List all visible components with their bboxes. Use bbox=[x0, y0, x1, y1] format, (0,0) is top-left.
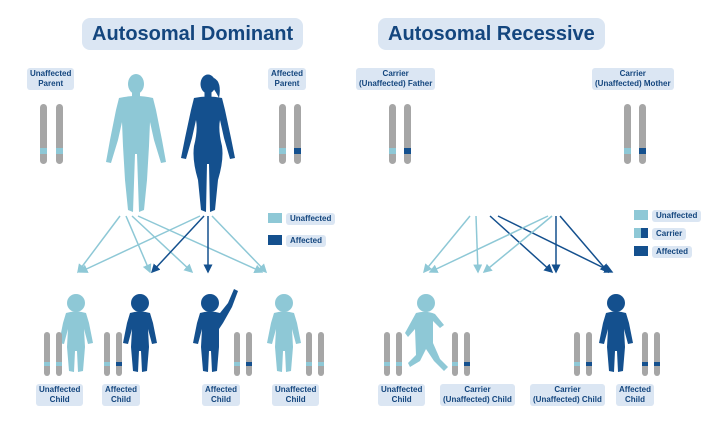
dominant-parent-right-chromosomes bbox=[279, 104, 301, 164]
recessive-child-1-label-line1: Unaffected bbox=[381, 385, 423, 394]
recessive-child-4-label-line2: Child bbox=[625, 395, 645, 404]
dominant-parent-left-label-line1: Unaffected bbox=[30, 69, 72, 78]
recessive-child-3-label-line1: Carrier bbox=[554, 385, 581, 394]
recessive-parent-right-label-line2: (Unaffected) Mother bbox=[595, 79, 671, 88]
recessive-arrows bbox=[423, 215, 614, 274]
dominant-child-2-label-line2: Child bbox=[111, 395, 131, 404]
dominant-child-3-figure bbox=[193, 289, 238, 372]
recessive-child-3-label: Carrier (Unaffected) Child bbox=[530, 384, 605, 406]
recessive-title: Autosomal Recessive bbox=[378, 18, 605, 50]
recessive-legend-unaffected-label: Unaffected bbox=[652, 210, 702, 222]
recessive-parent-left-label-line1: Carrier bbox=[382, 69, 409, 78]
recessive-child-2-label: Carrier (Unaffected) Child bbox=[440, 384, 515, 406]
recessive-child-1-figure bbox=[405, 294, 448, 371]
recessive-father-figure-left bbox=[454, 74, 484, 212]
dominant-child-2-label-line1: Affected bbox=[105, 385, 138, 394]
dominant-parent-right-label-line1: Affected bbox=[271, 69, 304, 78]
dominant-parent-left-chromosomes bbox=[40, 104, 63, 164]
dominant-legend-unaffected-label: Unaffected bbox=[286, 213, 336, 225]
recessive-parent-left-label-line2: (Unaffected) Father bbox=[359, 79, 433, 88]
dominant-legend-unaffected-swatch bbox=[268, 213, 282, 223]
dominant-parent-left-label: Unaffected Parent bbox=[27, 68, 75, 90]
recessive-legend-unaffected-swatch bbox=[634, 210, 648, 220]
dominant-child-1-label: Unaffected Child bbox=[36, 384, 84, 406]
recessive-child-3-label-line2: (Unaffected) Child bbox=[533, 395, 602, 404]
dominant-parent-right-label: Affected Parent bbox=[268, 68, 307, 90]
recessive-parent-right-label: Carrier (Unaffected) Mother bbox=[592, 68, 674, 90]
dominant-title: Autosomal Dominant bbox=[82, 18, 304, 50]
dominant-child-4-figure bbox=[267, 294, 301, 372]
recessive-child-chromosomes bbox=[384, 332, 660, 376]
dominant-child-3-label-line1: Affected bbox=[205, 385, 238, 394]
dominant-child-2-label: Affected Child bbox=[102, 384, 141, 406]
dominant-child-chromosomes bbox=[44, 332, 324, 376]
dominant-father-figure bbox=[106, 74, 166, 212]
recessive-child-1-label: Unaffected Child bbox=[378, 384, 426, 406]
recessive-child-4-label: Affected Child bbox=[616, 384, 655, 406]
recessive-legend-carrier-label: Carrier bbox=[652, 228, 687, 240]
recessive-mother-figure-left bbox=[529, 74, 556, 212]
dominant-parent-left-label-line2: Parent bbox=[38, 79, 64, 88]
recessive-father-figure-right bbox=[484, 74, 514, 212]
dominant-mother-figure bbox=[181, 74, 235, 212]
recessive-child-4-label-line1: Affected bbox=[619, 385, 652, 394]
recessive-child-4-figure bbox=[599, 294, 633, 372]
dominant-child-4-label-line1: Unaffected bbox=[275, 385, 317, 394]
recessive-child-2-label-line1: Carrier bbox=[464, 385, 491, 394]
recessive-parent-left-label: Carrier (Unaffected) Father bbox=[356, 68, 436, 90]
recessive-child-2-label-line2: (Unaffected) Child bbox=[443, 395, 512, 404]
recessive-child-3-figure-left bbox=[533, 294, 556, 371]
dominant-parent-right-label-line2: Parent bbox=[274, 79, 300, 88]
recessive-mother-figure-right bbox=[556, 74, 583, 212]
recessive-child-3-figure-right bbox=[556, 294, 576, 371]
recessive-child-1-label-line2: Child bbox=[391, 395, 412, 404]
dominant-child-2-figure bbox=[123, 294, 157, 372]
recessive-child-2-figure-right bbox=[492, 289, 514, 372]
dominant-child-1-label-line2: Child bbox=[49, 395, 70, 404]
recessive-parent-right-chromosomes bbox=[624, 104, 646, 164]
dominant-child-3-label: Affected Child bbox=[202, 384, 241, 406]
dominant-child-1-figure bbox=[59, 294, 93, 372]
recessive-legend-carrier-swatch-left bbox=[634, 228, 641, 238]
dominant-child-1-label-line1: Unaffected bbox=[39, 385, 81, 394]
recessive-legend-affected-label: Affected bbox=[652, 246, 693, 258]
dominant-legend-affected-swatch bbox=[268, 235, 282, 245]
dominant-legend-affected-label: Affected bbox=[286, 235, 327, 247]
recessive-parent-right-label-line1: Carrier bbox=[619, 69, 646, 78]
recessive-legend-carrier-swatch-right bbox=[641, 228, 648, 238]
dominant-child-3-label-line2: Child bbox=[211, 395, 231, 404]
dominant-child-4-label-line2: Child bbox=[285, 395, 306, 404]
dominant-child-4-label: Unaffected Child bbox=[272, 384, 320, 406]
recessive-parent-left-chromosomes bbox=[389, 104, 411, 164]
recessive-legend-affected-swatch bbox=[634, 246, 648, 256]
recessive-child-2-figure-left bbox=[475, 289, 492, 372]
dominant-arrows bbox=[77, 215, 268, 274]
